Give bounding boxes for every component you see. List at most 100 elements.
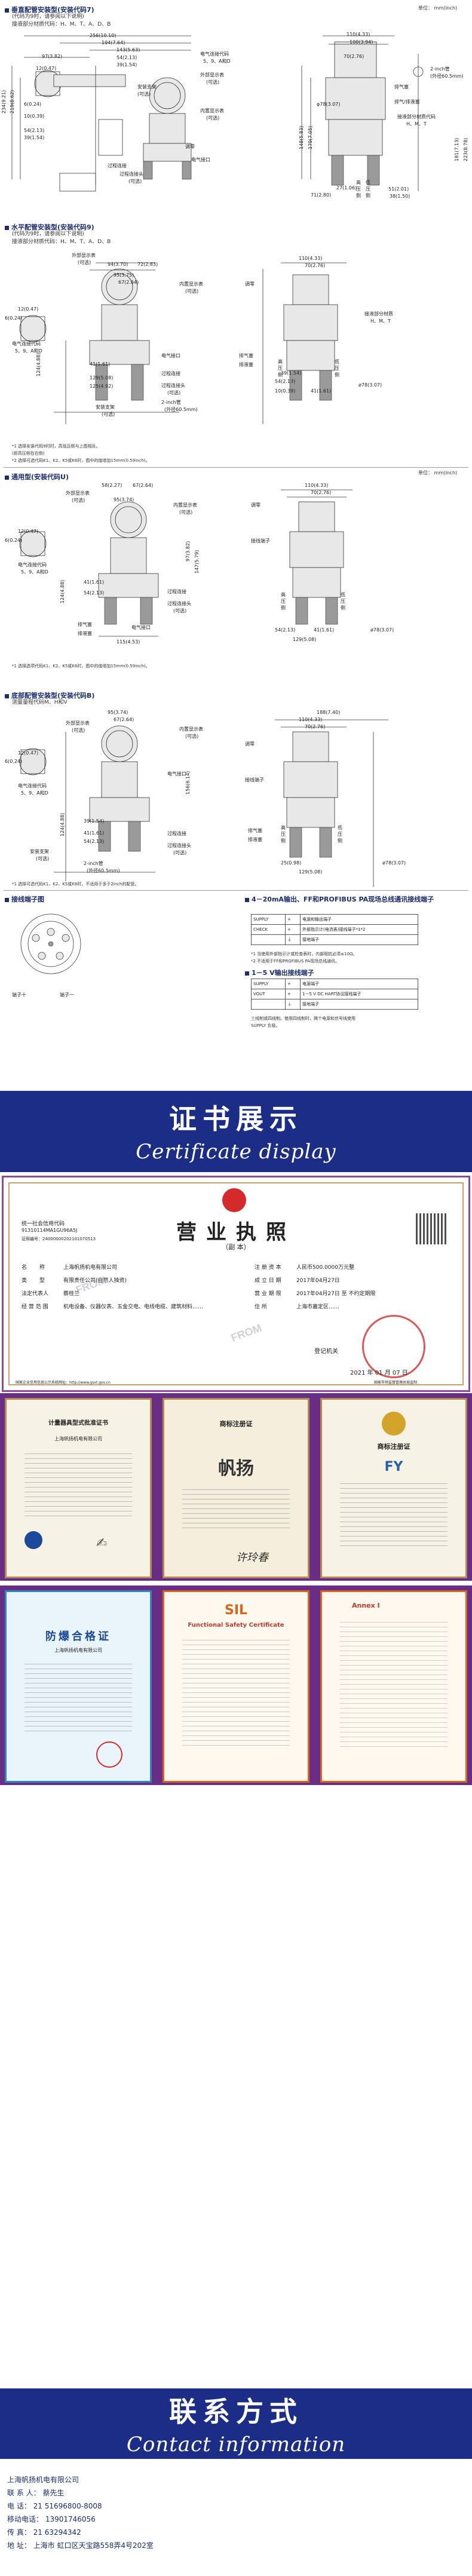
callout-label: (可选) bbox=[185, 289, 199, 294]
license-row: 名称上海帆扬机电有限公司 bbox=[22, 1265, 118, 1271]
dim-label: 10(0.39) bbox=[275, 388, 296, 394]
credit-code: 91310114MA1GU96A5J bbox=[22, 1228, 78, 1233]
side-label: 低压侧 bbox=[341, 592, 345, 611]
callout-label: 5、9、A和D bbox=[21, 569, 48, 575]
section3-unit: 单位： mm(inch) bbox=[418, 470, 458, 476]
emblem-icon bbox=[222, 1188, 246, 1212]
section1-sub2: 接液部分材质代码：H、M、T、A、D、B bbox=[12, 22, 111, 27]
callout-label: 电气连接代码 bbox=[12, 341, 41, 346]
dim-label: 124(4.88) bbox=[60, 579, 65, 603]
dim-label: 234(9.21) bbox=[1, 90, 7, 114]
dim-label: 125(4.92) bbox=[90, 384, 114, 389]
cert-card: 商标注册证 FY bbox=[320, 1398, 467, 1578]
dim-label: 6(0.24) bbox=[24, 102, 42, 107]
cert-title: 计量器具型式批准证书 bbox=[48, 1420, 108, 1427]
table-row: SUPPLY+电源端子 bbox=[251, 979, 418, 989]
dim-label: 97(3.82) bbox=[185, 541, 191, 562]
callout-label: 排气塞 bbox=[248, 828, 262, 833]
callout-label: 电气接口 bbox=[167, 771, 186, 777]
divider bbox=[4, 467, 468, 468]
callout-label: H、M、T bbox=[370, 318, 391, 324]
signature-icon: ✍ bbox=[96, 1536, 108, 1551]
business-license: 营业执照 （副 本） 统一社会信用代码 91310114MA1GU96A5J 证… bbox=[2, 1176, 470, 1392]
serial: 证照编号：24000000202101070513 bbox=[22, 1237, 96, 1241]
dim-label: 143(5.63) bbox=[117, 47, 140, 53]
seal-icon bbox=[24, 1531, 42, 1549]
dim-label: 70(2.76) bbox=[305, 263, 326, 268]
terminal-table-2: SUPPLY+电源端子 VOUT+1－5 V DC HART协议接线端子 ⏚接地… bbox=[251, 979, 418, 1010]
table-cell: ⏚ bbox=[285, 934, 301, 945]
contact-person: 联 系 人： 蔡先生 bbox=[7, 2489, 65, 2497]
dim-label: 124(4.88) bbox=[36, 352, 41, 376]
dim-label: 41(1.61) bbox=[90, 361, 111, 367]
note-line: (即高压侧在右侧) bbox=[12, 451, 45, 456]
cert-sub: Functional Safety Certificate bbox=[188, 1622, 284, 1629]
license-row: 法定代表人蔡桂兰 bbox=[22, 1291, 80, 1297]
dim-label: 54(2.13) bbox=[84, 590, 105, 596]
dim-label: 39(1.54) bbox=[84, 818, 105, 824]
callout-label: 过程连接 bbox=[161, 371, 180, 376]
footer-right: 国家市场监督管理总局监制 bbox=[374, 1381, 418, 1385]
dim-label: 129(5.08) bbox=[293, 637, 317, 642]
dim-label: 51(2.01) bbox=[388, 186, 409, 192]
callout-label: (外径60.5mm) bbox=[164, 407, 198, 412]
dim-label: 67(2.64) bbox=[114, 717, 134, 722]
note-line: *2 不适用于FF和PROFIBUS PA现场总线通讯。 bbox=[251, 959, 340, 964]
callout-label: 电气接口 bbox=[161, 353, 180, 358]
dim-label: 148(5.83) bbox=[299, 125, 304, 149]
dim-label: 67(2.64) bbox=[118, 280, 139, 285]
callout-label: 排气塞 bbox=[78, 622, 92, 627]
cert-company: 上海帆扬机电有限公司 bbox=[54, 1648, 102, 1653]
dim-label: 194(7.64) bbox=[102, 40, 125, 45]
callout-label: 电气连接代码 bbox=[18, 783, 47, 789]
license-row: 住 所上海市嘉定区…… bbox=[255, 1304, 340, 1310]
table-cell: + bbox=[285, 914, 301, 925]
license-border bbox=[8, 1182, 464, 1385]
dim-label: 41(1.61) bbox=[84, 830, 105, 836]
callout-label: 过程连接头 bbox=[167, 843, 191, 848]
cert-text-block bbox=[182, 1489, 290, 1531]
contact-fax: 传 真： 21 63294342 bbox=[7, 2528, 81, 2537]
callout-label: 电气连接代码 bbox=[18, 562, 47, 568]
callout-label: 过程连接头 bbox=[167, 601, 191, 606]
certificate-banner: 证书展示 Certificate display bbox=[0, 1091, 472, 1172]
dim-label: 6(0.24) bbox=[5, 759, 23, 764]
section1-sub1: (代码为9时，请参阅以下说明) bbox=[12, 14, 84, 20]
note-line: *2 选择可选代码K1、K2、K5或K6时，图中的值增加15mm(0.59inc… bbox=[12, 458, 150, 463]
brand-mark: 帆扬 bbox=[218, 1458, 254, 1479]
contact-block: 上海帆扬机电有限公司 联 系 人： 蔡先生 电 话： 21 51696800-8… bbox=[7, 2473, 461, 2552]
contact-mobile: 移动电话： 13901746056 bbox=[7, 2515, 96, 2523]
cert-card: 计量器具型式批准证书 上海帆扬机电有限公司 ✍ bbox=[5, 1398, 152, 1578]
contact-phone: 电 话： 21 51696800-8008 bbox=[7, 2502, 102, 2510]
dim-label: 156(6.14) bbox=[185, 771, 191, 795]
qr-code-icon bbox=[416, 1213, 447, 1244]
dim-label: 41(1.61) bbox=[84, 579, 105, 585]
certificate-banner-cn: 证书展示 bbox=[169, 1103, 303, 1135]
dim-label: 12(0.47) bbox=[18, 750, 39, 756]
table-cell: + bbox=[285, 924, 301, 935]
callout-label: (外径60.5mm) bbox=[87, 868, 120, 873]
cert-card: 防爆合格证 上海帆扬机电有限公司 bbox=[5, 1590, 152, 1783]
callout-label: (可选) bbox=[137, 91, 151, 97]
callout-label: 排气/排液塞 bbox=[394, 99, 420, 105]
dim-label: 54(2.13) bbox=[84, 839, 105, 844]
side-view bbox=[301, 35, 424, 191]
callout-label: 过程连接 bbox=[108, 163, 127, 168]
ground-icon: ⏚ bbox=[287, 1002, 292, 1007]
terminal-plus-label: 端子十 bbox=[12, 992, 26, 998]
callout-label: (可选) bbox=[185, 734, 199, 739]
side-label: 高压侧 bbox=[356, 180, 361, 198]
callout-label: 2-inch管 bbox=[161, 400, 181, 405]
callout-label: 调零 bbox=[245, 281, 255, 287]
callout-label: 排液塞 bbox=[239, 362, 253, 367]
table-cell: 外部指示计(电流表)接线端子*1*2 bbox=[300, 924, 418, 935]
callout-label: (外径60.5mm) bbox=[430, 73, 464, 79]
table-cell: 电源端子 bbox=[300, 979, 418, 989]
table-cell: 接地端子 bbox=[300, 934, 418, 945]
terminal-table-1: SUPPLY+电源和输出端子 CHECK+外部指示计(电流表)接线端子*1*2 … bbox=[251, 914, 418, 945]
callout-label: 排液塞 bbox=[78, 631, 92, 636]
table-cell: + bbox=[285, 989, 301, 999]
callout-label: 过程连接头 bbox=[119, 171, 143, 177]
table-cell: ⏚ bbox=[285, 999, 301, 1010]
